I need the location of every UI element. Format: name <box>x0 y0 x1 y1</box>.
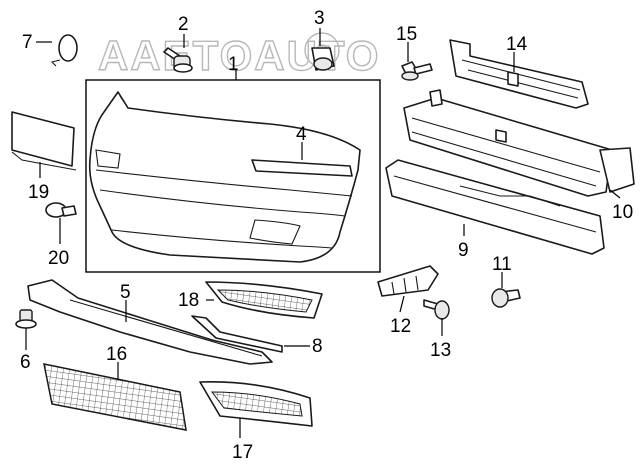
callout-17: 17 <box>232 442 253 463</box>
callout-3: 3 <box>314 8 325 29</box>
callout-2: 2 <box>178 14 189 35</box>
bracket-bolt <box>423 299 450 320</box>
grille-molding <box>191 315 283 353</box>
license-plate-bracket <box>11 111 77 171</box>
push-pin-clip <box>45 202 77 218</box>
callout-9: 9 <box>458 240 469 261</box>
callout-20: 20 <box>48 248 69 269</box>
callout-11: 11 <box>492 254 512 275</box>
callout-1: 1 <box>228 54 239 75</box>
callout-16: 16 <box>106 344 127 365</box>
lower-grille <box>43 363 187 431</box>
bumper-cover-frame <box>85 79 381 273</box>
callout-14: 14 <box>506 34 528 55</box>
fog-lamp-grille-upper <box>205 281 323 319</box>
bumper-cover <box>88 91 361 263</box>
bumper-screw <box>163 47 193 73</box>
flange-bolt <box>401 61 433 81</box>
callout-15: 15 <box>396 24 417 45</box>
callout-4: 4 <box>296 124 307 145</box>
upper-support-bracket <box>449 39 589 109</box>
callout-8: 8 <box>312 336 323 357</box>
callout-19: 19 <box>28 182 49 203</box>
fog-lamp-grille-lower <box>199 381 313 427</box>
side-support-bracket <box>377 265 439 297</box>
callout-6: 6 <box>20 352 31 373</box>
callout-18: 18 <box>178 290 199 311</box>
callout-7: 7 <box>22 32 33 53</box>
bumper-reinforcement-beam <box>403 89 635 197</box>
callout-13: 13 <box>430 340 451 361</box>
callout-12: 12 <box>390 316 411 337</box>
energy-absorber <box>385 159 605 255</box>
hex-flange-bolt <box>491 288 521 308</box>
upper-grille-trim <box>251 159 353 177</box>
lower-valance <box>27 279 273 365</box>
callout-10: 10 <box>612 202 633 223</box>
tow-hook-cap <box>50 34 78 67</box>
leader-lines <box>25 28 621 438</box>
callout-5: 5 <box>120 282 131 303</box>
clip-nut <box>311 47 335 71</box>
valance-screw <box>15 309 37 329</box>
